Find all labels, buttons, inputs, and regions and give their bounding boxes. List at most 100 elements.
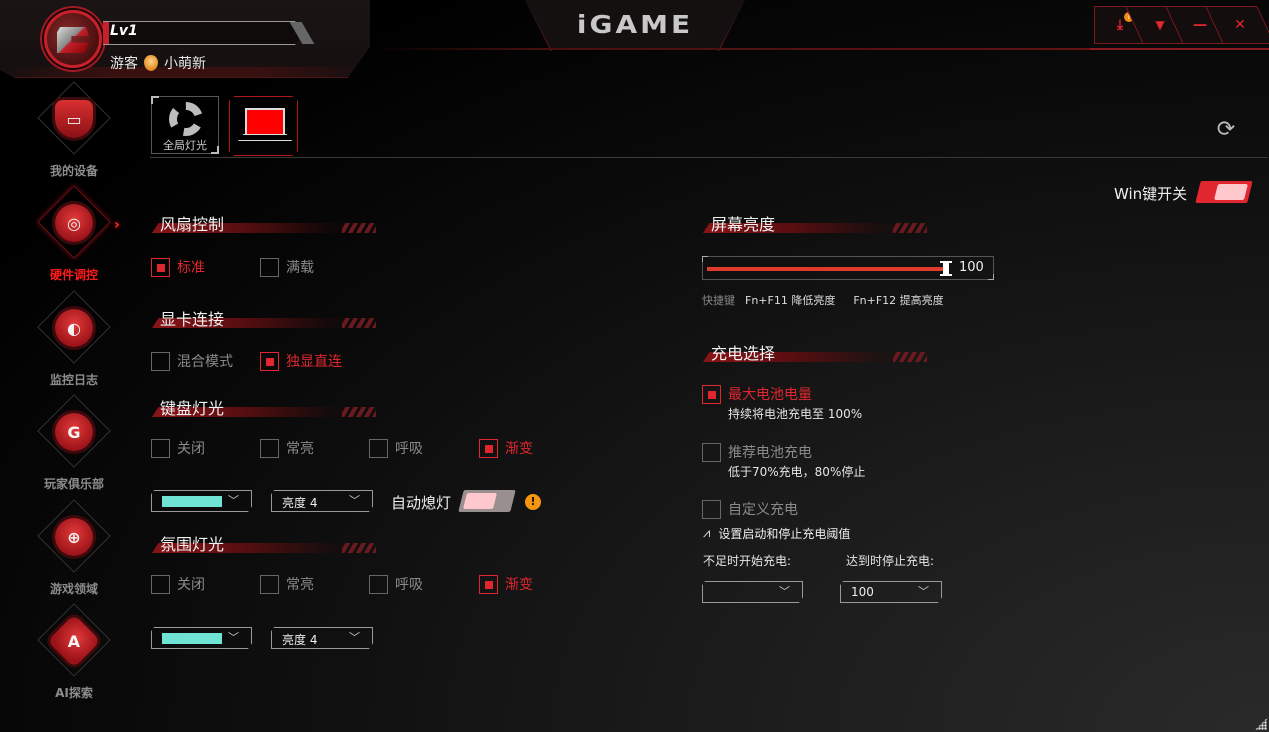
title-bar: Lv1 游客 小萌新 iGAME ⤓ i ▼ —: [0, 0, 1269, 78]
screen-brightness-heading: 屏幕亮度: [703, 211, 928, 237]
info-badge-icon: i: [1124, 12, 1134, 22]
keyboard-light-heading: 键盘灯光: [152, 395, 377, 421]
refresh-icon[interactable]: ⟳: [1216, 117, 1236, 142]
dpad-icon: ◎: [55, 204, 93, 242]
brand-logo: iGAME: [576, 9, 694, 40]
ring-icon: [169, 102, 203, 136]
ambient-steady-checkbox[interactable]: 常亮: [260, 574, 314, 594]
fan-full-load-checkbox[interactable]: 满载: [260, 257, 314, 277]
brightness-hotkeys: 快捷键 Fn+F11 降低亮度 Fn+F12 提高亮度: [702, 294, 944, 307]
chevron-down-icon: ﹀: [918, 585, 929, 598]
avatar[interactable]: [44, 10, 102, 68]
win-key-toggle[interactable]: [1195, 181, 1253, 203]
fan-control-heading: 风扇控制: [152, 211, 377, 237]
sidebar-item-label: 监控日志: [49, 373, 98, 387]
sidebar-item-label: 游戏领域: [49, 582, 98, 596]
title-bar-underline: [370, 48, 1269, 50]
charge-max-description: 持续将电池充电至 100%: [728, 407, 863, 421]
sidebar-item-ai-explore[interactable]: A AI探索: [0, 603, 148, 708]
charge-recommended-description: 低于70%充电，80%停止: [728, 465, 866, 479]
monitor-icon: ▭: [55, 100, 93, 138]
slider-thumb[interactable]: [940, 261, 952, 276]
charging-heading: 充电选择: [703, 340, 928, 366]
keyboard-color-dropdown[interactable]: ﹀: [151, 490, 252, 512]
threshold-hint: ⩘ 设置启动和停止充电阈值: [703, 526, 851, 541]
close-button[interactable]: ✕: [1205, 6, 1269, 44]
start-charge-label: 不足时开始充电:: [703, 554, 792, 568]
gpu-connection-heading: 显卡连接: [152, 306, 377, 332]
brand-plate: [525, 0, 745, 50]
minimize-icon: —: [1193, 17, 1207, 33]
stop-charge-dropdown[interactable]: 100 ﹀: [840, 581, 942, 603]
ambient-light-heading: 氛围灯光: [152, 531, 377, 557]
close-icon: ✕: [1234, 17, 1246, 33]
chevron-down-icon: ﹀: [779, 585, 790, 598]
sidebar-item-label: 硬件调控: [49, 268, 98, 282]
color-swatch: [162, 496, 222, 507]
tab-global-lighting[interactable]: 全局灯光: [151, 96, 219, 154]
sidebar-item-monitor-log[interactable]: ◐ 监控日志: [0, 290, 148, 395]
gauge-icon: ◐: [55, 309, 93, 347]
chevron-down-icon: ﹀: [228, 631, 239, 644]
resize-grip-icon[interactable]: [1255, 718, 1267, 730]
window-controls: ⤓ i ▼ — ✕: [1094, 6, 1269, 44]
brightness-slider[interactable]: 100: [702, 256, 994, 280]
charge-max-checkbox[interactable]: 最大电池电量: [702, 384, 812, 404]
brand-logo-icon: [57, 27, 89, 53]
minimize-button[interactable]: —: [1165, 6, 1235, 44]
gpu-hybrid-mode-checkbox[interactable]: 混合模式: [151, 351, 233, 371]
sidebar-item-label: 玩家俱乐部: [43, 477, 104, 491]
warning-icon[interactable]: !: [525, 494, 541, 510]
keyboard-breathe-checkbox[interactable]: 呼吸: [369, 438, 423, 458]
charge-custom-checkbox[interactable]: 自定义充电: [702, 499, 798, 519]
fan-standard-checkbox[interactable]: 标准: [151, 257, 205, 277]
slider-fill: [707, 267, 947, 271]
auto-off-toggle[interactable]: [458, 490, 516, 512]
tshirt-icon: ▼: [1155, 18, 1165, 32]
medal-icon: [144, 55, 158, 71]
window-controls-underline: [1090, 48, 1269, 50]
sidebar-item-player-club[interactable]: G 玩家俱乐部: [0, 394, 148, 499]
keyboard-off-checkbox[interactable]: 关闭: [151, 438, 205, 458]
user-role: 游客: [110, 56, 138, 72]
stop-charge-label: 达到时停止充电:: [846, 554, 935, 568]
skin-button[interactable]: ▼: [1125, 6, 1195, 44]
charge-recommended-checkbox[interactable]: 推荐电池充电: [702, 442, 812, 462]
ambient-color-dropdown[interactable]: ﹀: [151, 627, 252, 649]
sidebar-item-game-zone[interactable]: ⊕ 游戏领域: [0, 499, 148, 604]
ambient-breathe-checkbox[interactable]: 呼吸: [369, 574, 423, 594]
user-title: 小萌新: [164, 56, 206, 72]
active-indicator-chevron-icon: ›: [114, 217, 120, 233]
auto-off-label: 自动熄灯: [391, 494, 452, 512]
level-bar: [103, 21, 303, 45]
ambient-gradient-checkbox[interactable]: 渐变: [479, 574, 533, 594]
tab-label: 全局灯光: [163, 139, 207, 152]
win-key-label: Win键开关: [1114, 185, 1188, 203]
level-label: Lv1: [110, 23, 138, 39]
start-charge-dropdown[interactable]: ﹀: [702, 581, 803, 603]
laptop-base: [238, 134, 292, 141]
brightness-value: 100: [959, 260, 984, 275]
tab-divider: [150, 157, 1268, 158]
download-inbox-icon: ⤓: [1116, 17, 1124, 33]
gamepad-icon: ⊕: [55, 518, 93, 556]
keyboard-steady-checkbox[interactable]: 常亮: [260, 438, 314, 458]
tab-laptop[interactable]: [229, 96, 298, 156]
club-logo-icon: G: [55, 413, 93, 451]
sidebar-item-hardware-control[interactable]: ◎ 硬件调控: [0, 185, 148, 290]
sidebar-item-my-devices[interactable]: ▭ 我的设备: [0, 81, 148, 186]
sidebar-item-label: AI探索: [55, 686, 93, 700]
ambient-off-checkbox[interactable]: 关闭: [151, 574, 205, 594]
keyboard-brightness-dropdown[interactable]: 亮度 4 ﹀: [271, 490, 373, 512]
ambient-brightness-dropdown[interactable]: 亮度 4 ﹀: [271, 627, 373, 649]
keyboard-gradient-checkbox[interactable]: 渐变: [479, 438, 533, 458]
gpu-direct-checkbox[interactable]: 独显直连: [260, 351, 342, 371]
chevron-down-icon: ﹀: [228, 494, 239, 507]
sidebar: ▭ 我的设备 ◎ 硬件调控 ◐ 监控日志 G 玩家俱乐部 ⊕ 游戏领域 A AI…: [0, 81, 148, 708]
chevron-down-icon: ﹀: [349, 631, 360, 644]
user-info: 游客 小萌新: [110, 53, 206, 73]
chevron-down-icon: ﹀: [349, 494, 360, 507]
sidebar-item-label: 我的设备: [49, 164, 98, 178]
laptop-icon: [245, 108, 285, 134]
